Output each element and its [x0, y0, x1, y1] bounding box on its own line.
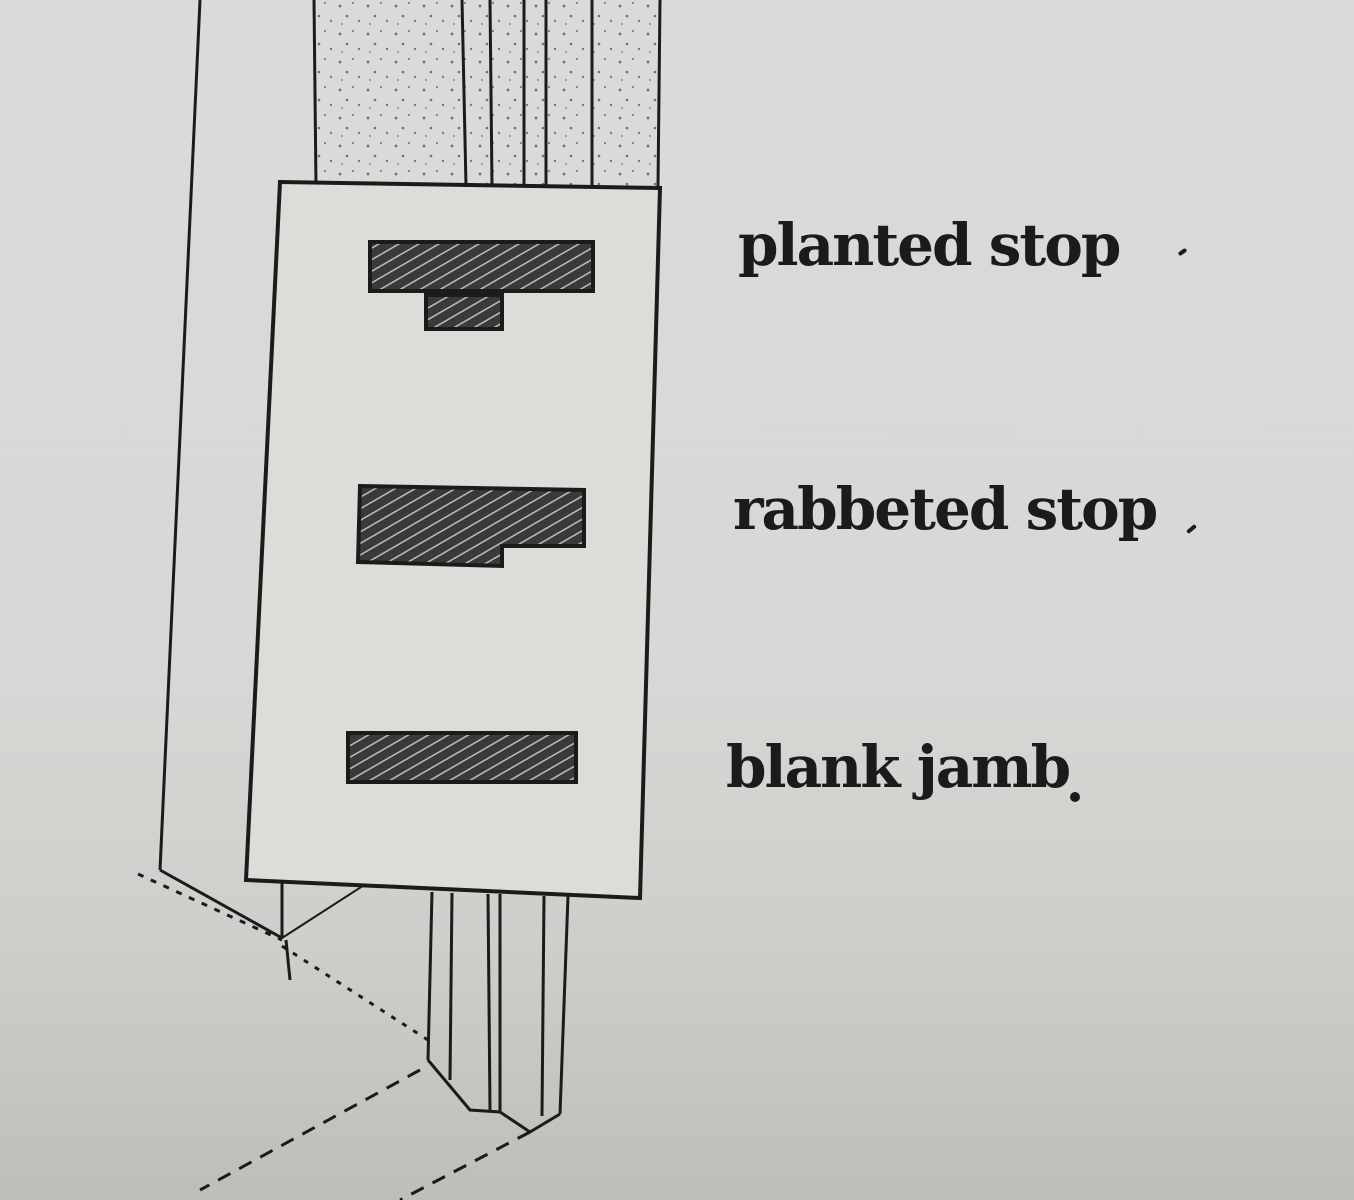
- rabbeted-stop-label: rabbeted stop: [733, 475, 1158, 543]
- projection-lines: [137, 872, 531, 1200]
- wall-strip-top: [312, 0, 662, 187]
- planted-stop-label: planted stop: [738, 211, 1121, 279]
- blank-jamb-label: blank jamb: [726, 733, 1071, 801]
- blank-jamb-section: [346, 731, 578, 784]
- jamb-board: [158, 0, 373, 981]
- jamb-strip-bottom: [426, 891, 570, 1134]
- planted-stop-section: [368, 240, 595, 331]
- rabbeted-stop-section: [355, 483, 586, 569]
- dot-mark: [1070, 792, 1080, 802]
